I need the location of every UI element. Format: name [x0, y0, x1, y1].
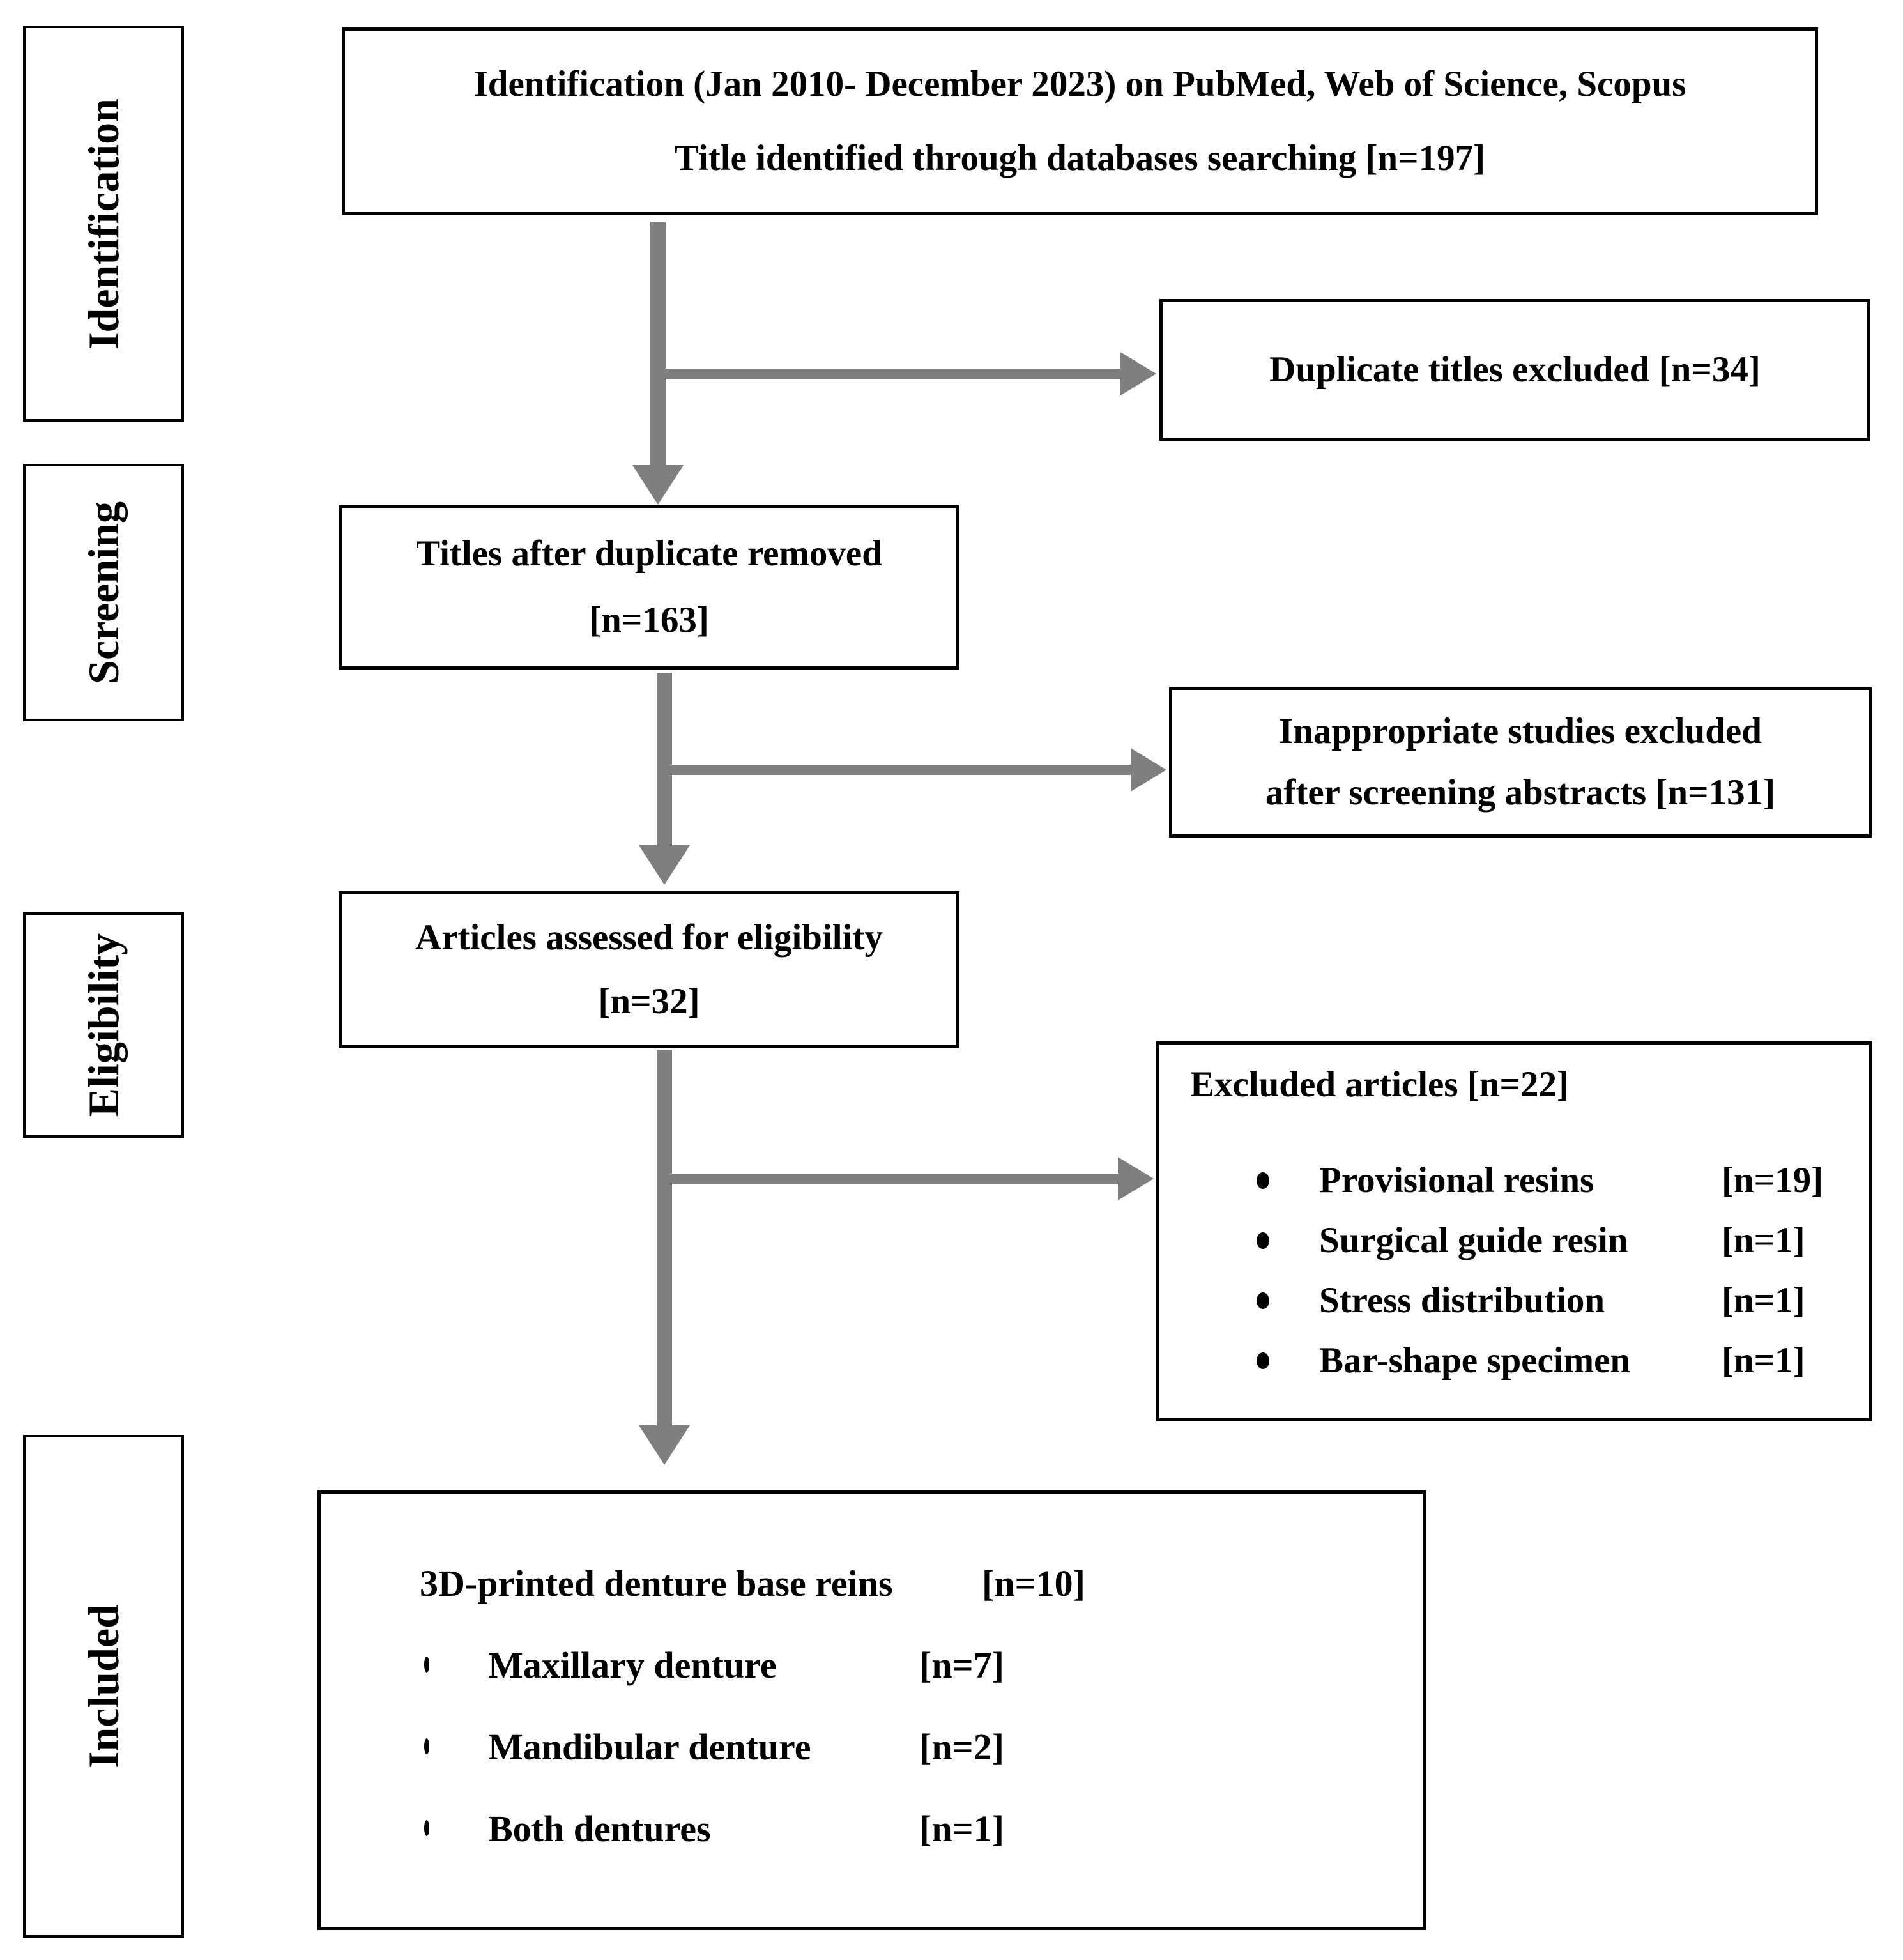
duplicates-excluded-box: Duplicate titles excluded [n=34]	[1159, 299, 1870, 441]
bullet-cell	[321, 1738, 488, 1754]
list-item: Provisional resins [n=19]	[1159, 1160, 1869, 1200]
titles-after-duplicates-content: Titles after duplicate removed [n=163]	[342, 508, 956, 666]
duplicates-excluded-text: Duplicate titles excluded [n=34]	[1269, 349, 1761, 390]
articles-line2: [n=32]	[598, 981, 700, 1022]
included-sub-label: Maxillary denture	[488, 1644, 777, 1686]
list-item: Mandibular denture [n=2]	[321, 1716, 1423, 1777]
list-item: Maxillary denture [n=7]	[321, 1634, 1423, 1696]
stage-label-identification: Identification	[79, 98, 128, 349]
arrow-articles-to-included	[657, 1050, 672, 1427]
excluded-articles-header: Excluded articles [n=22]	[1190, 1064, 1569, 1105]
stage-label-included: Included	[79, 1604, 128, 1768]
excluded-item-count: [n=1]	[1722, 1280, 1805, 1321]
excluded-item-count: [n=19]	[1722, 1160, 1824, 1200]
bullet-cell	[321, 1820, 488, 1836]
bullet-cell	[1159, 1352, 1319, 1369]
included-sub-count: [n=2]	[919, 1726, 1004, 1768]
arrow-right-head-icon	[1118, 1157, 1154, 1200]
excluded-item-count: [n=1]	[1722, 1220, 1805, 1260]
list-item: 3D-printed denture base reins [n=10]	[321, 1552, 1423, 1614]
arrow-identification-to-titles	[650, 222, 666, 465]
arrow-right-head-icon	[1120, 352, 1156, 395]
stage-box-included: Included	[23, 1435, 184, 1938]
arrow-right-head-icon	[1131, 748, 1166, 792]
identification-line1: Identification (Jan 2010- December 2023)…	[473, 64, 1686, 105]
articles-line1: Articles assessed for eligibility	[415, 917, 883, 958]
list-item: Stress distribution [n=1]	[1159, 1280, 1869, 1321]
arrow-down-head-icon	[639, 845, 690, 885]
included-sub-label: Mandibular denture	[488, 1726, 811, 1768]
included-studies-box: 3D-printed denture base reins [n=10] Max…	[317, 1490, 1426, 1930]
excluded-articles-box: Excluded articles [n=22] Provisional res…	[1156, 1041, 1872, 1421]
excluded-item-label: Provisional resins	[1319, 1160, 1594, 1200]
list-item: Both dentures [n=1]	[321, 1798, 1423, 1859]
excluded-articles-list: Provisional resins [n=19] Surgical guide…	[1159, 1160, 1869, 1381]
stage-label-screening: Screening	[79, 501, 128, 684]
inappropriate-excluded-box: Inappropriate studies excluded after scr…	[1169, 687, 1872, 838]
bullet-cell	[1159, 1292, 1319, 1309]
arrow-titles-to-articles	[657, 673, 672, 846]
excluded-item-label: Surgical guide resin	[1319, 1220, 1628, 1260]
identification-box: Identification (Jan 2010- December 2023)…	[342, 27, 1818, 215]
arrow-branch-to-inappropriate	[664, 765, 1132, 775]
included-main-count: [n=10]	[982, 1562, 1085, 1604]
titles-after-duplicates-box: Titles after duplicate removed [n=163]	[339, 505, 959, 670]
list-item: Bar-shape specimen [n=1]	[1159, 1340, 1869, 1381]
bullet-icon	[1257, 1172, 1269, 1189]
circle-bullet-icon	[424, 1657, 429, 1673]
included-main-label: 3D-printed denture base reins	[420, 1562, 893, 1604]
stage-label-eligibility: Eligibility	[79, 933, 128, 1117]
excluded-item-count: [n=1]	[1722, 1340, 1805, 1381]
bullet-cell	[1159, 1232, 1319, 1249]
circle-bullet-icon	[424, 1738, 429, 1754]
identification-line2: Title identified through databases searc…	[674, 138, 1486, 179]
stage-box-identification: Identification	[23, 26, 184, 422]
included-sub-count: [n=1]	[919, 1807, 1004, 1849]
inappropriate-line2: after screening abstracts [n=131]	[1265, 772, 1776, 813]
bullet-icon	[1257, 1232, 1269, 1249]
arrow-down-head-icon	[632, 465, 684, 505]
bullet-cell	[321, 1657, 488, 1673]
stage-box-screening: Screening	[23, 464, 184, 721]
excluded-item-label: Stress distribution	[1319, 1280, 1605, 1321]
titles-line2: [n=163]	[589, 600, 709, 641]
stage-box-eligibility: Eligibility	[23, 912, 184, 1138]
duplicates-excluded-content: Duplicate titles excluded [n=34]	[1163, 302, 1867, 438]
bullet-cell	[321, 1577, 420, 1589]
arrow-branch-to-excluded	[664, 1174, 1119, 1184]
articles-assessed-content: Articles assessed for eligibility [n=32]	[342, 894, 956, 1045]
inappropriate-line1: Inappropriate studies excluded	[1279, 710, 1762, 751]
bullet-cell	[1159, 1172, 1319, 1189]
inappropriate-excluded-content: Inappropriate studies excluded after scr…	[1172, 690, 1869, 834]
circle-bullet-icon	[424, 1820, 429, 1836]
arrow-down-head-icon	[639, 1425, 690, 1465]
identification-box-content: Identification (Jan 2010- December 2023)…	[345, 31, 1815, 212]
bullet-icon	[1257, 1292, 1269, 1309]
articles-assessed-box: Articles assessed for eligibility [n=32]	[339, 891, 959, 1048]
included-studies-content: 3D-printed denture base reins [n=10] Max…	[321, 1494, 1423, 1859]
list-item: Surgical guide resin [n=1]	[1159, 1220, 1869, 1260]
excluded-item-label: Bar-shape specimen	[1319, 1340, 1631, 1381]
included-sub-label: Both dentures	[488, 1807, 711, 1849]
bullet-icon	[1257, 1352, 1269, 1369]
arrow-branch-to-duplicates	[658, 369, 1122, 379]
included-sub-count: [n=7]	[919, 1644, 1004, 1686]
titles-line1: Titles after duplicate removed	[416, 533, 882, 574]
